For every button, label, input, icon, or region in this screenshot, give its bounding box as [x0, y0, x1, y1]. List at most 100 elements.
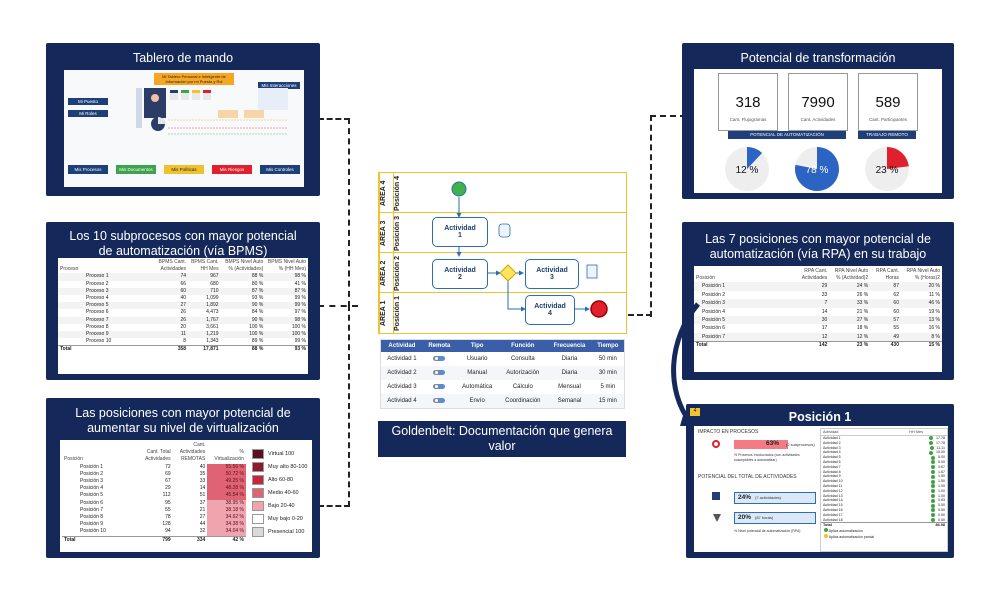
- list-item-label: Actividad 11: [823, 483, 843, 488]
- list-total-label: Total: [823, 523, 832, 528]
- list-item-label: Actividad 3: [823, 445, 841, 450]
- table-cell: 34.38 %: [207, 521, 246, 529]
- table-cell: Posición 8: [80, 514, 104, 521]
- button-mi-puesto[interactable]: Mi Puesto: [68, 98, 108, 105]
- remote-toggle-cell[interactable]: [423, 394, 456, 409]
- table-cell: 358: [153, 345, 189, 354]
- remote-toggle-cell[interactable]: [423, 366, 456, 380]
- table-cell: 69: [165, 470, 171, 477]
- table-cell: 87 %: [265, 287, 308, 296]
- status-dot: [931, 503, 935, 508]
- list-item-label: Actividad 8: [823, 469, 841, 474]
- legend-full: Aplica automatización: [828, 529, 863, 534]
- legend-swatch: [252, 449, 264, 459]
- list-item-label: Actividad 13: [823, 493, 843, 498]
- list-item-value: 0.50: [938, 507, 945, 512]
- panel-posicion1: Posición 1 4 IMPACTO EN PROCESOS 63% (2 …: [686, 404, 954, 558]
- table-cell: 49.25 %: [207, 478, 246, 486]
- list-item-label: Actividad 14: [823, 498, 843, 503]
- col-header: RPA Nivel Auto % (Horas)2: [906, 268, 940, 282]
- table-cell: 87 %: [220, 287, 266, 296]
- table-cell: Cálculo: [512, 384, 533, 390]
- table-cell: 680: [210, 280, 219, 287]
- button-mis-documentos[interactable]: Mis Documentos: [116, 165, 156, 174]
- table-cell: Proceso 9: [58, 331, 154, 339]
- table-cell: 78: [165, 514, 171, 521]
- button-mi-roles[interactable]: Mi Roles: [68, 110, 108, 117]
- table-cell: 23 %: [829, 341, 871, 350]
- hours-bar: [734, 512, 816, 524]
- app-icon: 4: [690, 408, 700, 416]
- button-mis-riesgos[interactable]: Mis Riesgos: [212, 165, 252, 174]
- table-cell: Posición 3: [80, 478, 104, 485]
- connector-left-top: [318, 118, 350, 307]
- org-chart-graphic: [136, 88, 288, 135]
- table-cell: 95: [165, 499, 171, 506]
- list-item-value: 1.00: [938, 488, 945, 493]
- toggle-switch[interactable]: [433, 355, 446, 361]
- button-mis-interacciones[interactable]: Mis Interacciones: [258, 82, 300, 89]
- table-cell: Proceso 4: [86, 295, 109, 302]
- list-item-label: Actividad 9: [823, 474, 841, 479]
- status-dot: [929, 436, 933, 441]
- status-dot: [931, 469, 935, 474]
- connector-left-mid: [318, 305, 358, 307]
- remote-toggle-cell[interactable]: [423, 380, 456, 394]
- list-item-right: 0.50: [931, 513, 945, 518]
- list-item-label: Actividad 10: [823, 479, 843, 484]
- table-cell: 33: [821, 291, 828, 298]
- table-cell: Proceso 10: [86, 338, 112, 345]
- table-cell: 26 %: [856, 291, 869, 298]
- table-cell: 1,219: [188, 331, 221, 339]
- connector-right-mid: [628, 314, 652, 316]
- table-cell: 67: [165, 478, 171, 485]
- virtualizacion-wrap: Posición Cant. Total Actividades Cant. A…: [60, 440, 312, 552]
- toggle-switch[interactable]: [433, 397, 446, 403]
- table-cell: 72: [165, 463, 171, 470]
- button-mis-controles[interactable]: Mis Controles: [260, 165, 300, 174]
- list-header: Actividad: [823, 430, 839, 434]
- toggle-switch[interactable]: [433, 383, 446, 389]
- table-cell: Posición 2: [80, 470, 104, 477]
- col-header: Función: [498, 339, 548, 352]
- table-cell: Coordinación: [505, 398, 541, 404]
- table-cell: Consulta: [510, 356, 535, 362]
- toggle-switch[interactable]: [433, 369, 446, 375]
- col-header: Actividad: [380, 339, 423, 352]
- legend-swatch: [252, 462, 264, 472]
- table-cell: Envío: [469, 398, 485, 404]
- tag-remoto: TRABAJO REMOTO: [858, 131, 916, 139]
- table-cell: 40: [180, 295, 187, 302]
- panel-title: Tablero de mando: [132, 51, 234, 65]
- status-dot: [931, 474, 935, 479]
- table-cell: 4,473: [206, 309, 219, 316]
- table-cell: 15 %: [900, 341, 942, 350]
- tag-automatizacion: POTENCIAL DE AUTOMATIZACIÓN: [728, 131, 846, 139]
- remote-toggle-cell[interactable]: [423, 352, 456, 366]
- table-cell: 100 %: [291, 323, 306, 330]
- table-cell: 99 %: [265, 302, 308, 310]
- col-header: Cant. Actividades REMOTAS: [179, 442, 206, 463]
- table-cell: 17,871: [188, 345, 221, 354]
- button-mis-politicas[interactable]: Mis Políticas: [164, 165, 204, 174]
- col-header: Posición: [64, 456, 83, 463]
- list-item-right: 0.50: [931, 518, 945, 523]
- list-item-value: 1.00: [938, 493, 945, 498]
- table-cell: 128: [162, 521, 171, 528]
- button-mis-procesos[interactable]: Mis Procesos: [68, 165, 108, 174]
- legend-label: Presencial 100: [268, 529, 305, 535]
